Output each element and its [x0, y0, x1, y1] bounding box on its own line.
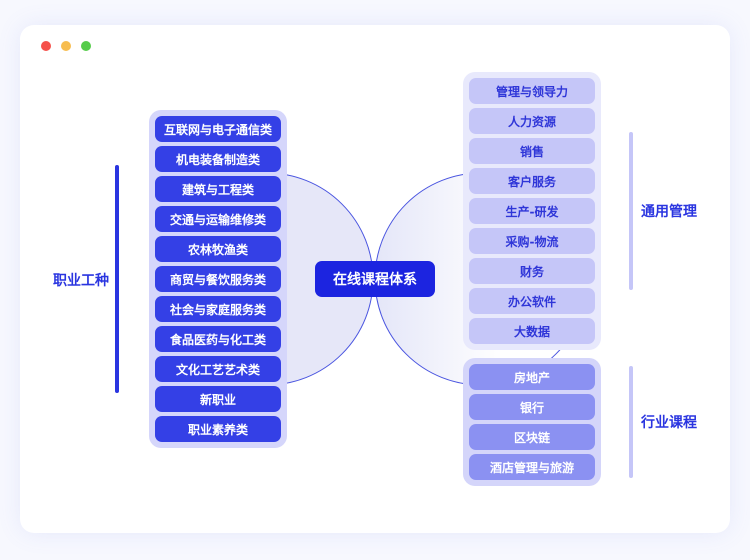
category-button[interactable]: 销售 [469, 138, 595, 164]
left-group-label: 职业工种 [53, 273, 109, 289]
category-button[interactable]: 生产-研发 [469, 198, 595, 224]
category-button[interactable]: 管理与领导力 [469, 78, 595, 104]
category-button[interactable]: 交通与运输维修类 [155, 206, 281, 232]
window-maximize-dot[interactable] [81, 41, 91, 51]
industry-course-bar [629, 366, 633, 478]
category-button[interactable]: 社会与家庭服务类 [155, 296, 281, 322]
center-node[interactable]: 在线课程体系 [315, 261, 435, 297]
window-close-dot[interactable] [41, 41, 51, 51]
category-button[interactable]: 财务 [469, 258, 595, 284]
industry-course-label: 行业课程 [641, 415, 697, 431]
left-group-bar [115, 165, 119, 393]
category-button[interactable]: 文化工艺艺术类 [155, 356, 281, 382]
window-minimize-dot[interactable] [61, 41, 71, 51]
general-management-bar [629, 132, 633, 290]
category-button[interactable]: 采购-物流 [469, 228, 595, 254]
industry-course-panel: 房地产银行区块链酒店管理与旅游 [463, 358, 601, 486]
category-button[interactable]: 酒店管理与旅游 [469, 454, 595, 480]
category-button[interactable]: 互联网与电子通信类 [155, 116, 281, 142]
category-button[interactable]: 客户服务 [469, 168, 595, 194]
category-button[interactable]: 商贸与餐饮服务类 [155, 266, 281, 292]
category-button[interactable]: 区块链 [469, 424, 595, 450]
general-management-label: 通用管理 [641, 204, 697, 220]
left-category-panel: 互联网与电子通信类机电装备制造类建筑与工程类交通与运输维修类农林牧渔类商贸与餐饮… [149, 110, 287, 448]
category-button[interactable]: 银行 [469, 394, 595, 420]
category-button[interactable]: 机电装备制造类 [155, 146, 281, 172]
category-button[interactable]: 新职业 [155, 386, 281, 412]
category-button[interactable]: 农林牧渔类 [155, 236, 281, 262]
category-button[interactable]: 大数据 [469, 318, 595, 344]
category-button[interactable]: 食品医药与化工类 [155, 326, 281, 352]
general-management-panel: 管理与领导力人力资源销售客户服务生产-研发采购-物流财务办公软件大数据 [463, 72, 601, 350]
category-button[interactable]: 职业素养类 [155, 416, 281, 442]
category-button[interactable]: 建筑与工程类 [155, 176, 281, 202]
category-button[interactable]: 房地产 [469, 364, 595, 390]
category-button[interactable]: 办公软件 [469, 288, 595, 314]
category-button[interactable]: 人力资源 [469, 108, 595, 134]
